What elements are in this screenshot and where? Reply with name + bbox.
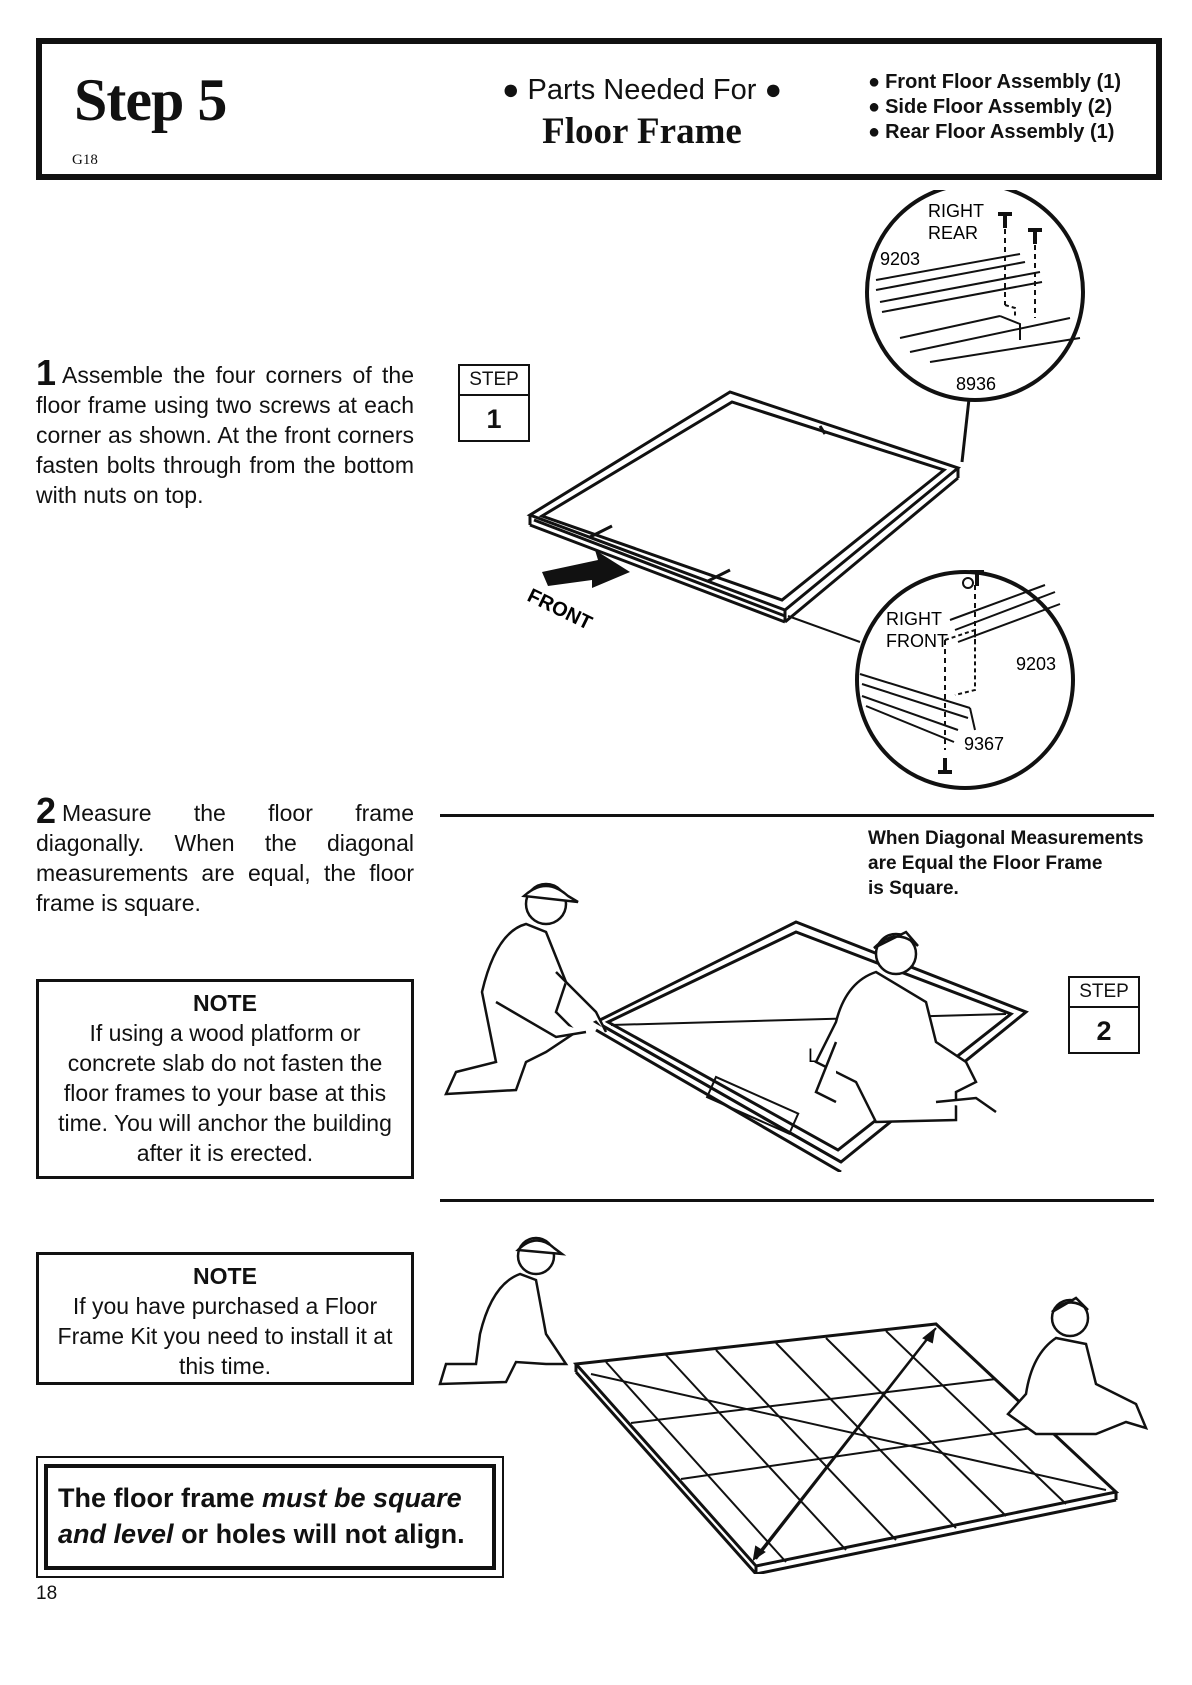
parts-list: Front Floor Assembly (1) Side Floor Asse… — [868, 70, 1121, 145]
step1-number: 1 — [36, 352, 57, 393]
note-heading: NOTE — [193, 990, 257, 1016]
step1-badge: STEP 1 — [458, 364, 530, 442]
worker-figure — [814, 930, 997, 1124]
warning-emphasis: and level — [58, 1519, 174, 1549]
step-header: Step 5 G18 ● Parts Needed For ● Floor Fr… — [36, 38, 1162, 180]
front-arrow-icon — [542, 550, 630, 588]
part-number: 8936 — [956, 374, 996, 394]
floor-frame-drawing — [526, 390, 962, 624]
parts-needed-label: ● Parts Needed For ● — [501, 74, 783, 106]
right-rear-detail: RIGHT REAR 9203 8936 — [865, 190, 1085, 402]
part-item: Front Floor Assembly (1) — [868, 70, 1121, 95]
svg-text:RIGHT: RIGHT — [886, 609, 942, 629]
part-item: Rear Floor Assembly (1) — [868, 120, 1121, 145]
diagonal-note: When Diagonal Measurements are Equal the… — [868, 828, 1144, 899]
front-label: FRONT — [524, 585, 596, 635]
svg-text:FRONT: FRONT — [886, 631, 948, 651]
part-item: Side Floor Assembly (2) — [868, 95, 1121, 120]
worker-figure — [1006, 1296, 1149, 1436]
page-code: G18 — [72, 152, 98, 168]
right-front-detail: RIGHT FRONT 9203 9367 — [855, 570, 1075, 790]
floor-frame-kit-illustration — [438, 1236, 1149, 1574]
diagonal-arrow — [752, 1327, 936, 1562]
leader-line — [787, 615, 861, 643]
warning-emphasis: must be square — [262, 1483, 462, 1513]
note-heading: NOTE — [193, 1263, 257, 1289]
note-box: NOTE If you have purchased a Floor Frame… — [36, 1252, 414, 1385]
part-number: 9203 — [880, 249, 920, 269]
step-title: Step 5 — [74, 67, 227, 133]
step2-badge: STEP 2 — [1068, 976, 1140, 1054]
bullet-icon: ● — [501, 74, 520, 106]
part-number: 9203 — [1016, 654, 1056, 674]
floor-frame-drawing — [592, 920, 1029, 1172]
bullet-icon: ● — [764, 74, 783, 106]
svg-text:RIGHT: RIGHT — [928, 201, 984, 221]
bolt-icon — [938, 570, 984, 774]
page-number: 18 — [36, 1583, 58, 1604]
leader-line — [960, 389, 972, 463]
step2-number: 2 — [36, 790, 57, 831]
worker-figure — [438, 1236, 569, 1386]
note-box: NOTE If using a wood platform or concret… — [36, 979, 414, 1179]
section-divider — [440, 1199, 1154, 1202]
warning-box: The floor frame must be square and level… — [36, 1456, 504, 1578]
svg-text:REAR: REAR — [928, 223, 978, 243]
screw-icon — [998, 212, 1042, 244]
worker-figure — [444, 882, 608, 1096]
section-divider — [440, 814, 1154, 817]
note-text: If you have purchased a Floor Frame Kit … — [57, 1293, 393, 1379]
note-text: If using a wood platform or concrete sla… — [58, 1020, 392, 1166]
parts-title: Floor Frame — [542, 111, 742, 152]
measuring-diagonal-illustration: Level — [444, 882, 1029, 1172]
floor-frame-corner-illustration: FRONT RIGHT REAR 9203 8936 — [524, 190, 1085, 790]
part-number: 9367 — [964, 734, 1004, 754]
